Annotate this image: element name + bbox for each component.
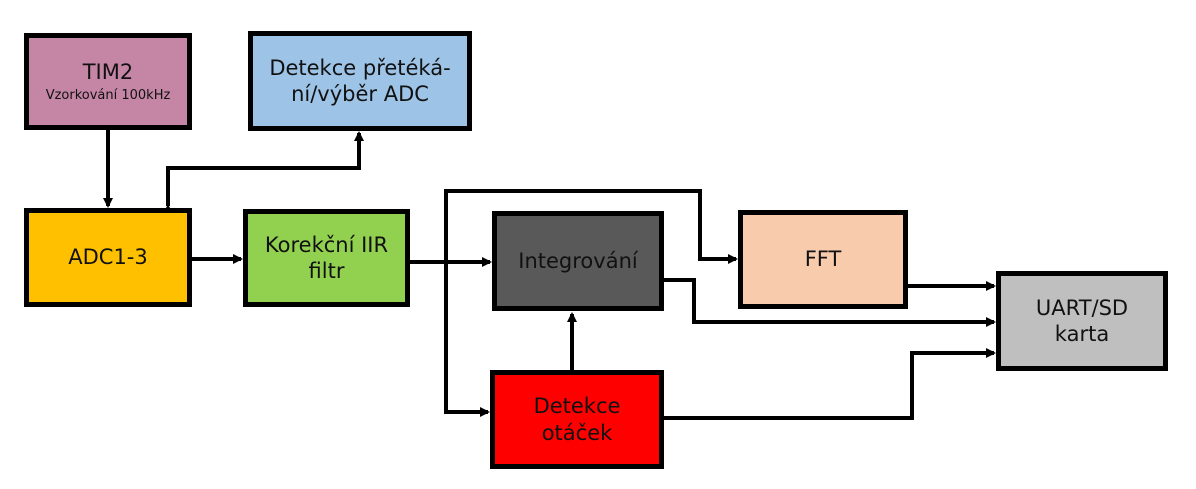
- overflow-detection-line1: Detekce přetéká-: [269, 55, 451, 80]
- block-rpm-detection: Detekce otáček: [490, 370, 664, 469]
- block-tim2: TIM2 Vzorkování 100kHz: [24, 33, 192, 130]
- block-adc: ADC1-3: [24, 208, 192, 307]
- tim2-sublabel: Vzorkování 100kHz: [45, 87, 171, 103]
- tim2-label: TIM2: [82, 60, 134, 85]
- uart-line2: karta: [1054, 322, 1110, 346]
- arrow-adc-to-overflow-detection: [163, 131, 364, 214]
- block-iir-filter: Korekční IIR filtr: [243, 209, 410, 307]
- arrow-integrovani-to-uart: [662, 278, 996, 327]
- block-overflow-detection: Detekce přetéká- ní/výběr ADC: [248, 31, 472, 131]
- integrovani-label: Integrování: [518, 248, 638, 273]
- block-fft: FFT: [738, 210, 908, 309]
- block-integrovani: Integrování: [492, 211, 664, 311]
- iir-line1: Korekční IIR: [264, 232, 389, 257]
- fft-label: FFT: [804, 247, 842, 272]
- block-uart-sd: UART/SD karta: [996, 271, 1168, 371]
- arrow-iir-to-fft: [444, 189, 738, 264]
- rpm-detection-line1: Detekce: [533, 394, 621, 419]
- iir-line2: filtr: [308, 259, 345, 283]
- overflow-detection-line2: ní/výběr ADC: [291, 82, 429, 106]
- uart-line1: UART/SD: [1035, 295, 1129, 320]
- arrow-rpm-detection-to-uart: [662, 348, 996, 420]
- arrow-iir-to-rpm-detection: [444, 262, 490, 417]
- adc-label: ADC1-3: [68, 245, 148, 270]
- rpm-detection-line2: otáček: [541, 420, 613, 445]
